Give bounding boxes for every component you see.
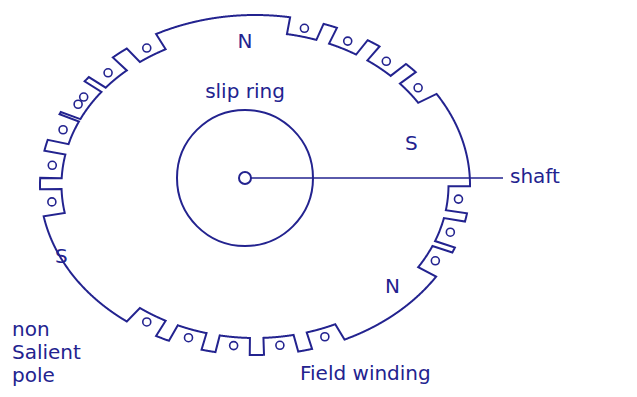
field-conductor — [185, 334, 193, 342]
field-conductor — [230, 342, 238, 350]
field-conductor — [143, 44, 151, 52]
part-label: Field winding — [300, 362, 431, 385]
field-conductor — [80, 93, 88, 101]
field-conductor — [74, 100, 82, 108]
field-conductor — [321, 333, 329, 341]
pole-label: N — [238, 30, 253, 53]
field-conductor — [59, 126, 67, 134]
pole-label: N — [385, 275, 400, 298]
pole-label: S — [55, 245, 68, 268]
rotor-outline — [40, 15, 470, 355]
part-label: slip ring — [205, 80, 285, 103]
field-conductor — [344, 37, 352, 45]
field-conductor — [414, 84, 422, 92]
field-conductor — [431, 257, 439, 265]
field-conductor — [143, 318, 151, 326]
field-conductor — [446, 228, 454, 236]
field-conductor — [300, 24, 308, 32]
part-label: non Salient pole — [12, 318, 102, 387]
field-conductor — [382, 57, 390, 65]
part-label: shaft — [510, 165, 560, 188]
leader-line — [251, 177, 503, 179]
field-conductor — [104, 69, 112, 77]
field-conductor — [48, 161, 56, 169]
pole-label: S — [405, 132, 418, 155]
field-conductor — [454, 195, 462, 203]
field-conductor — [276, 341, 284, 349]
shaft-symbol — [239, 172, 251, 184]
field-conductor — [48, 198, 56, 206]
